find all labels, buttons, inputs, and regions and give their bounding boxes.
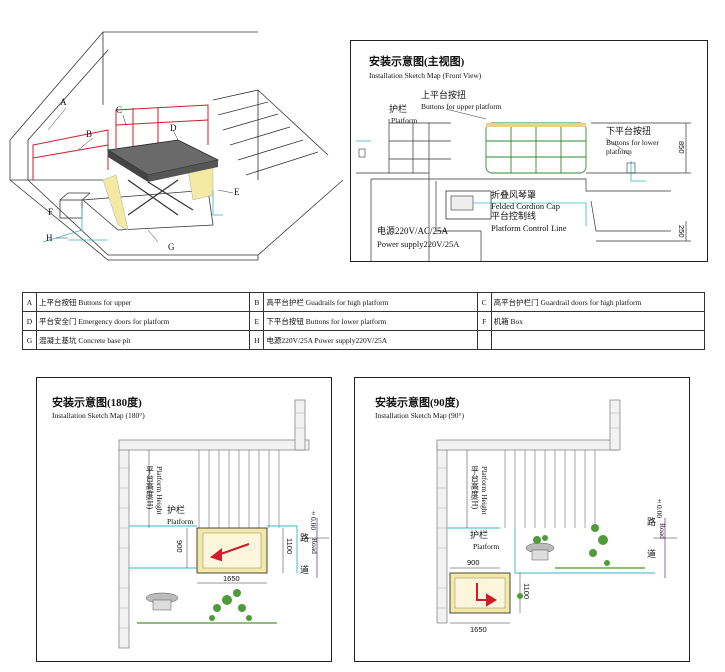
legend-text: 高平台护栏门 Guardrail doors for high platform (490, 292, 706, 312)
legend-row: G 混凝土基坑 Concrete base pit H 电源220V/25A P… (21, 330, 706, 350)
road-en: Road (657, 523, 667, 539)
ctrl-cn: 平台控制线 (491, 211, 537, 221)
legend-key: E (249, 311, 265, 331)
guard-cn: 护栏 (167, 505, 186, 515)
road-2: 路 (647, 517, 657, 527)
height-en: Platform Height (154, 466, 164, 515)
level-mark: ±0.00 (654, 496, 664, 519)
road-1: 道 (300, 565, 310, 575)
guard-cn: 护栏 (470, 530, 489, 540)
guard-en: Platform (473, 542, 500, 551)
dim-1650: 1650 (470, 625, 487, 634)
legend-text: 机箱 Box (490, 311, 706, 331)
label-c: C (116, 105, 123, 115)
label-e: E (234, 187, 240, 197)
cap-en: Felded Cordion Cap (491, 201, 560, 211)
view-90-subtitle: Installation Sketch Map (90°) (375, 411, 465, 420)
front-view-drawing (356, 108, 691, 261)
legend-key: C (476, 292, 492, 312)
lower-button-en-1: Buttons for lower (606, 138, 659, 147)
cap-cn: 折叠风琴罩 (491, 190, 537, 200)
legend-key: G (21, 330, 38, 350)
power-en: Power supply220V/25A (377, 239, 460, 249)
lower-button-cn: 下平台按扭 (606, 126, 652, 136)
view-90-panel: 安装示意图(90度) Installation Sketch Map (90°) (354, 377, 690, 662)
legend-text (490, 330, 706, 350)
legend-text: 下平台按钮 Buttons for lower platform (263, 311, 478, 331)
level-mark: ±0.00 (308, 508, 318, 531)
legend-text: 平台安全门 Emergency doors for platform (36, 311, 251, 331)
dim-900: 900 (175, 540, 184, 553)
legend-row: A 上平台按钮 Buttons for upper B 高平台护栏 Guadra… (21, 292, 706, 312)
legend-body: A 上平台按钮 Buttons for upper B 高平台护栏 Guadra… (21, 292, 706, 350)
view-90-drawing (436, 399, 677, 624)
front-view-panel: 安装示意图(主视图) Installation Sketch Map (Fron… (350, 40, 708, 262)
guard-en: Platform (167, 517, 194, 526)
legend-key: D (21, 311, 38, 331)
perspective-sketch: A B C D E F H G (8, 30, 344, 261)
dim-850: 850 (677, 141, 686, 154)
dim-1100: 1100 (522, 583, 531, 600)
legend-key: F (476, 311, 492, 331)
upper-button-cn: 上平台按扭 (421, 90, 467, 100)
view-180-drawing (118, 399, 329, 649)
legend-text: 混凝土基坑 Concrete base pit (36, 330, 251, 350)
ctrl-en: Platform Control Line (491, 223, 567, 233)
legend-row: D 平台安全门 Emergency doors for platform E 下… (21, 311, 706, 331)
height-cn: 平台高度(H) (145, 466, 155, 510)
lower-button-en-2: platform (606, 147, 632, 156)
legend-key (476, 330, 492, 350)
upper-button-en: Buttons for upper platform (421, 102, 502, 111)
height-cn: 平台高度(H) (470, 466, 480, 510)
road-2: 路 (300, 533, 310, 543)
front-view-title: 安装示意图(主视图) (369, 56, 465, 68)
legend-text: 电源220V/25A Power supply220V/25A (263, 330, 478, 350)
label-f: F (48, 207, 54, 217)
label-a: A (60, 97, 67, 107)
guard-cn: 护栏 (389, 104, 408, 114)
label-h: H (46, 233, 53, 243)
legend-key: B (249, 292, 265, 312)
dim-250: 250 (677, 225, 686, 238)
dim-1650: 1650 (223, 574, 240, 583)
guard-en: Platform (391, 116, 418, 125)
label-d: D (170, 123, 177, 133)
height-en: Platform Height (479, 466, 489, 515)
front-view-subtitle: Installation Sketch Map (Front View) (369, 71, 482, 80)
dim-1100: 1100 (285, 538, 294, 555)
road-1: 道 (647, 549, 657, 559)
road-en: Road (309, 538, 319, 554)
legend-key: H (249, 330, 265, 350)
view-180-panel: 安装示意图(180度) Installation Sketch Map (180… (36, 377, 332, 662)
label-b: B (86, 129, 93, 139)
legend-key: A (21, 292, 38, 312)
view-90-title: 安装示意图(90度) (375, 397, 460, 409)
power-cn: 电源220V/AC/25A (377, 226, 449, 236)
label-g: G (168, 242, 175, 252)
perspective-drawing (9, 31, 344, 261)
legend-text: 上平台按钮 Buttons for upper (36, 292, 251, 312)
view-180-subtitle: Installation Sketch Map (180°) (52, 411, 145, 420)
view-180-title: 安装示意图(180度) (52, 397, 142, 409)
legend-text: 高平台护栏 Guadrails for high platform (263, 292, 478, 312)
dim-900: 900 (467, 558, 480, 567)
legend-table: A 上平台按钮 Buttons for upper B 高平台护栏 Guadra… (21, 292, 706, 350)
